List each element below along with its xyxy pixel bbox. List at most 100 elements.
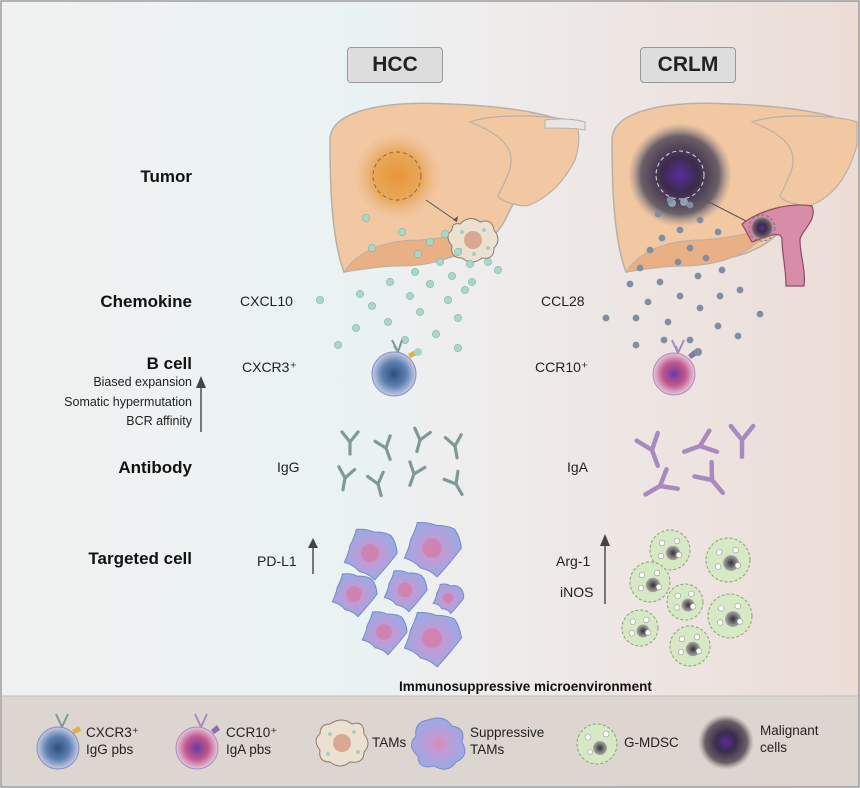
legend-icon-ccr10 xyxy=(175,713,220,770)
hcc-chemokine: CXCL10 xyxy=(240,293,293,309)
hcc-target-marker: PD-L1 xyxy=(257,553,297,569)
cxcl10-dot xyxy=(468,278,476,286)
row-label-chemokine: Chemokine xyxy=(100,292,192,311)
ccl28-dot xyxy=(686,336,694,344)
legend-cxcr3: CXCR3⁺IgG pbs xyxy=(86,725,139,757)
cxcl10-dot xyxy=(494,266,502,274)
legend-icon-gmdsc xyxy=(576,723,618,765)
legend-icon-malignant xyxy=(698,714,754,770)
cxcl10-dot xyxy=(334,341,342,349)
cxcl10-dot xyxy=(444,296,452,304)
header-hcc: HCC xyxy=(347,47,443,83)
ccl28-dot xyxy=(686,244,694,252)
cxcl10-dot xyxy=(426,280,434,288)
cxcl10-dot xyxy=(454,344,462,352)
ccl28-dot xyxy=(660,336,668,344)
legend-gmdsc: G-MDSC xyxy=(624,735,679,750)
ccl28-dot xyxy=(646,246,654,254)
cxcl10-dot xyxy=(484,258,492,266)
crlm-tumor xyxy=(628,123,732,227)
ccl28-dots xyxy=(602,196,764,349)
antibody xyxy=(443,433,463,460)
row-label-tumor: Tumor xyxy=(140,167,192,186)
crlm-b-cell xyxy=(652,339,702,396)
cxcl10-dot xyxy=(436,258,444,266)
bcell-feature-1: Biased expansion xyxy=(93,375,192,389)
ccl28-dot xyxy=(626,280,634,288)
antibody xyxy=(692,459,726,496)
ccl28-dot xyxy=(676,292,684,300)
ccl28-dot xyxy=(714,228,722,236)
ccl28-dot xyxy=(654,210,662,218)
ccl28-dot xyxy=(602,314,610,322)
ccl28-dot xyxy=(674,258,682,266)
cxcl10-dot xyxy=(461,286,469,294)
cxcl10-dot xyxy=(384,318,392,326)
legend-icon-cxcr3 xyxy=(36,713,81,770)
ccl28-dot xyxy=(696,216,704,224)
ccl28-dot xyxy=(756,310,764,318)
antibody xyxy=(373,434,392,461)
cxcl10-dot xyxy=(352,324,360,332)
cxcl10-dot xyxy=(368,302,376,310)
ccl28-dot xyxy=(666,196,674,204)
ccl28-dot xyxy=(686,201,694,209)
cxcl10-dot xyxy=(398,228,406,236)
ccl28-dot xyxy=(632,341,640,349)
antibody xyxy=(408,460,427,487)
antibody xyxy=(337,465,357,492)
legend-icon-tam xyxy=(315,719,369,767)
ccl28-dot xyxy=(696,304,704,312)
cxcl10-dot xyxy=(356,290,364,298)
cxcl10-dot xyxy=(406,292,414,300)
ccl28-dot xyxy=(734,332,742,340)
row-label-targeted: Targeted cell xyxy=(88,549,192,568)
crlm-liver xyxy=(611,102,858,287)
crlm-chemokine: CCL28 xyxy=(541,293,585,309)
cxcl10-dot xyxy=(414,250,422,258)
cxcl10-dot xyxy=(401,336,409,344)
cxcl10-dot xyxy=(416,308,424,316)
antibody xyxy=(681,428,720,454)
ccl28-dot xyxy=(644,298,652,306)
antibody xyxy=(442,469,464,496)
ccl28-dot xyxy=(716,292,724,300)
bcell-feature-2: Somatic hypermutation xyxy=(64,395,192,409)
crlm-target-marker-2: iNOS xyxy=(560,584,594,600)
cxcl10-dot xyxy=(432,330,440,338)
row-label-antibody: Antibody xyxy=(118,458,192,477)
iga-antibodies xyxy=(634,423,756,497)
ccl28-dot xyxy=(676,226,684,234)
hcc-antibody: IgG xyxy=(277,459,300,475)
ccl28-dot xyxy=(702,254,710,262)
cxcl10-dot xyxy=(316,296,324,304)
cxcl10-dot xyxy=(362,214,370,222)
cxcl10-dot xyxy=(386,278,394,286)
hcc-b-cell xyxy=(371,339,422,397)
ccl28-dot xyxy=(736,286,744,294)
cxcl10-dot xyxy=(368,244,376,252)
cxcl10-dots xyxy=(316,214,502,352)
cxcl10-dot xyxy=(448,272,456,280)
crlm-target-marker-1: Arg-1 xyxy=(556,553,591,569)
antibody xyxy=(728,423,756,460)
antibody xyxy=(413,426,432,454)
igg-antibodies xyxy=(337,426,464,498)
antibody xyxy=(634,430,660,469)
ccl28-dot xyxy=(658,234,666,242)
caption: Immunosuppressive microenvironment xyxy=(399,679,652,694)
row-label-bcell: B cell xyxy=(146,354,192,373)
cxcl10-dot xyxy=(411,268,419,276)
legend-icon-suppressive-tam xyxy=(411,717,466,770)
crlm-antibody: IgA xyxy=(567,459,589,475)
antibody xyxy=(366,470,385,498)
ccl28-dot xyxy=(656,278,664,286)
hcc-tumor xyxy=(353,132,441,220)
cxcl10-dot xyxy=(441,230,449,238)
legend-tams: TAMs xyxy=(372,735,407,750)
legend-ccr10: CCR10⁺IgA pbs xyxy=(226,725,278,757)
